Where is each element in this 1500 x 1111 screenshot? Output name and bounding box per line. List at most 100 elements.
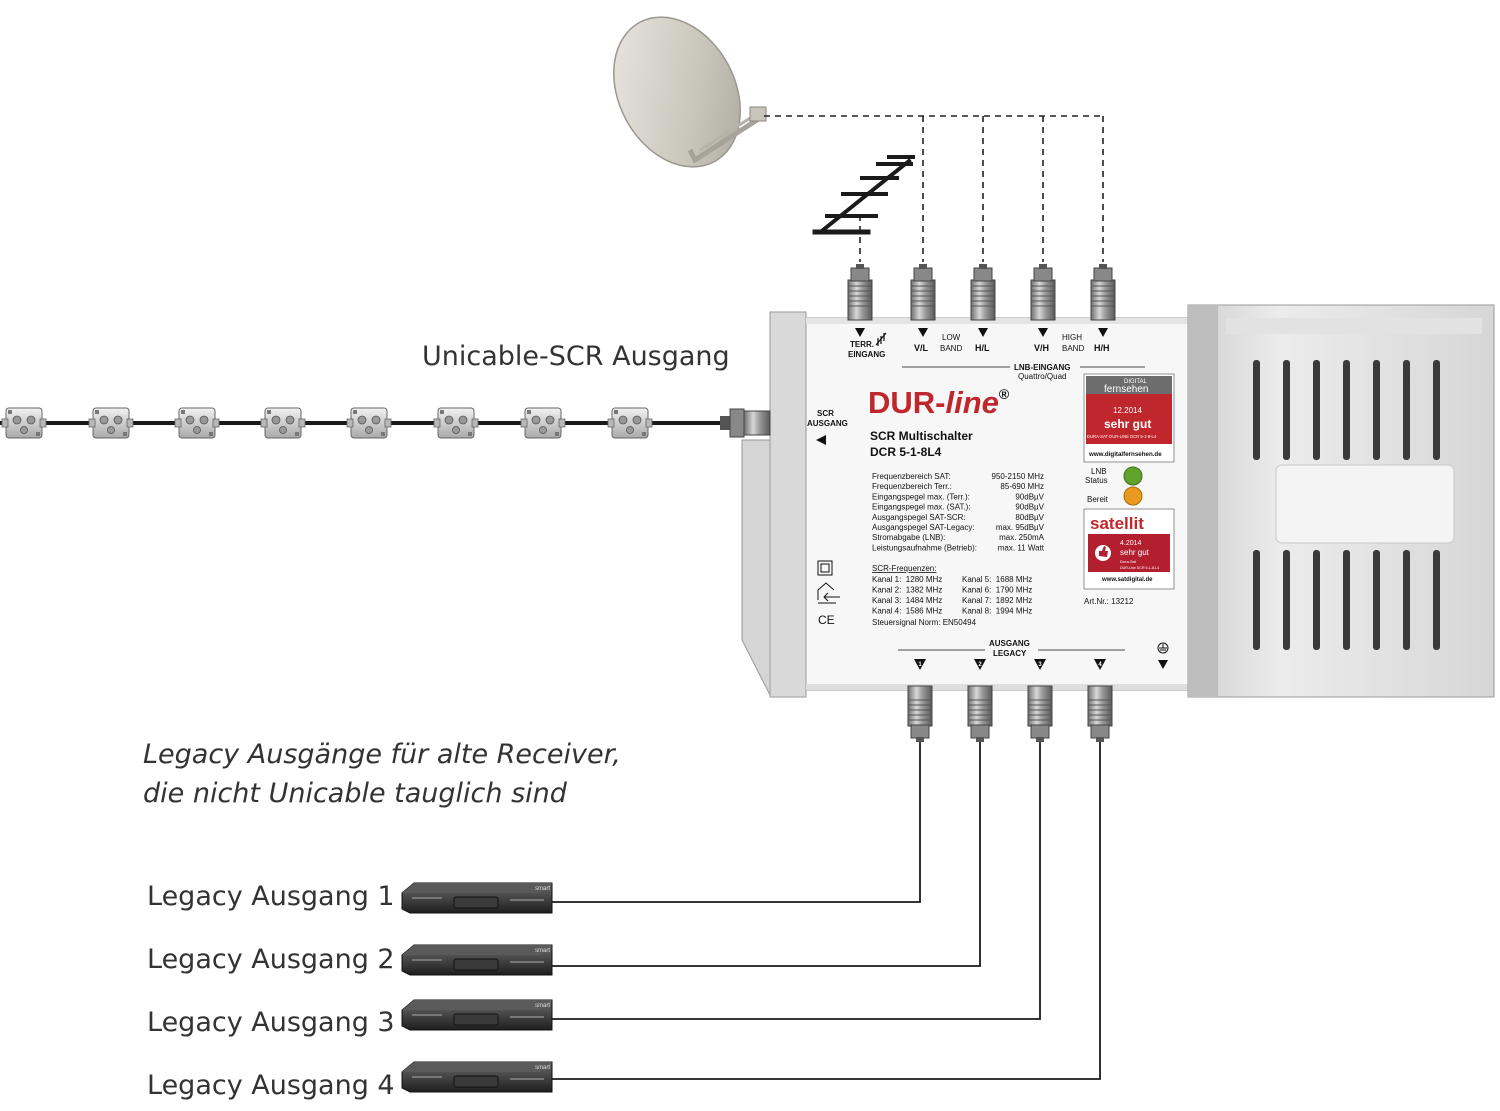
lnb-status-label: LNB — [1091, 467, 1107, 476]
brand-logo: DUR-line® — [868, 385, 1010, 420]
spec-label: Eingangspegel max. (Terr.): — [872, 492, 970, 501]
receiver-3: smart — [402, 1000, 552, 1030]
sat-url-text: www.satdigital.de — [1101, 577, 1153, 583]
receiver-1: smart — [402, 883, 552, 913]
f-connector-terr — [848, 264, 872, 320]
scr-freq-entry: Kanal 5: 1688 MHz — [962, 575, 1032, 584]
f-connector-hl — [971, 264, 995, 320]
spec-label: Eingangspegel max. (SAT.): — [872, 503, 971, 512]
lnb-input-label-2: Quattro/Quad — [1018, 372, 1066, 381]
scr-freq-entry: Kanal 3: 1484 MHz — [872, 596, 942, 605]
lnb-status-label-2: Status — [1085, 476, 1108, 485]
scr-freq-title: SCR-Frequenzen: — [872, 564, 936, 573]
port-vl-label: V/L — [914, 343, 929, 353]
ready-label: Bereit — [1087, 495, 1109, 504]
low-band-label-2: BAND — [940, 344, 962, 353]
receiver-2: smart — [402, 945, 552, 975]
unicable-caption: Unicable-SCR Ausgang — [422, 341, 730, 372]
scr-output-label-2: AUSGANG — [807, 419, 848, 428]
antenna-outlet-icon — [608, 408, 652, 438]
spec-label: Leistungsaufnahme (Betrieb): — [872, 543, 977, 552]
spec-value: 90dBµV — [1015, 492, 1044, 501]
satellit-badge: satellit 4.2014 sehr gut Dura-Sat DUR-Li… — [1084, 509, 1174, 589]
receiver-icon — [402, 945, 552, 975]
multiswitch-device: TERR. EINGANG V/L LOW BAND H/L V/H HIGH … — [720, 264, 1494, 742]
brand-line: line — [946, 385, 999, 420]
lnb-status-led — [1124, 467, 1142, 485]
antenna-outlet-icon — [2, 408, 46, 438]
digitalfernsehen-badge: DIGITAL fernsehen 12.2014 sehr gut DURA-… — [1084, 374, 1174, 462]
antenna-outlet-icon — [261, 408, 305, 438]
spec-label: Frequenzbereich Terr.: — [872, 482, 952, 491]
legacy-note-line2: die nicht Unicable tauglich sind — [143, 778, 568, 809]
brand-dur: DUR- — [868, 385, 946, 420]
article-number: Art.Nr.: 13212 — [1084, 597, 1134, 606]
antenna-outlet-icon — [89, 408, 133, 438]
scr-freq-entry: Kanal 6: 1790 MHz — [962, 586, 1032, 595]
scr-freq-entry: Kanal 4: 1586 MHz — [872, 607, 942, 616]
port-hl-label: H/L — [975, 343, 990, 353]
lnb-input-label: LNB-EINGANG — [1014, 363, 1070, 372]
scr-freq-entry: Kanal 8: 1994 MHz — [962, 607, 1032, 616]
receiver-4: smart — [402, 1062, 552, 1092]
high-band-label-2: BAND — [1062, 344, 1084, 353]
low-band-label: LOW — [942, 333, 961, 342]
antenna-outlet-icon — [175, 408, 219, 438]
spec-value: 90dBµV — [1015, 503, 1044, 512]
sat-grade-text: sehr gut — [1120, 548, 1150, 557]
spec-value: 85-690 MHz — [1000, 482, 1044, 491]
scr-freq-entry: Kanal 1: 1280 MHz — [872, 575, 942, 584]
brand-registered: ® — [999, 386, 1010, 402]
df-url-text: www.digitalfernsehen.de — [1088, 451, 1162, 458]
legacy-output-label-2: LEGACY — [993, 649, 1027, 658]
ce-mark: CE — [818, 613, 835, 627]
legacy-output-3-caption: Legacy Ausgang 3 — [147, 1007, 395, 1038]
scr-freq-entry: Kanal 7: 1892 MHz — [962, 596, 1032, 605]
scr-output-label: SCR — [817, 409, 834, 418]
port-terr-label-2: EINGANG — [848, 350, 885, 359]
receiver-brand: smart — [535, 1065, 550, 1071]
f-connector-out-3 — [1028, 686, 1052, 742]
receiver-brand: smart — [535, 886, 550, 892]
spec-label: Frequenzbereich SAT: — [872, 472, 951, 481]
df-product-text: DURA-SAT DUR-LINE DCR 5-1-8-L4 — [1087, 434, 1157, 439]
satellite-dish-icon — [589, 0, 766, 189]
df-date-text: 12.2014 — [1113, 406, 1142, 415]
antenna-outlet-icon — [347, 408, 391, 438]
f-connector-scr — [720, 409, 770, 437]
spec-value: 80dBµV — [1015, 513, 1044, 522]
spec-label: Ausgangspegel SAT-SCR: — [872, 513, 966, 522]
receiver-brand: smart — [535, 948, 550, 954]
terrestrial-antenna-icon — [210, 157, 913, 232]
legacy-output-4-caption: Legacy Ausgang 4 — [147, 1070, 395, 1101]
ready-led — [1124, 487, 1142, 505]
legacy-cables — [552, 742, 1100, 1079]
f-connector-out-2 — [968, 686, 992, 742]
antenna-outlet-icon — [521, 408, 565, 438]
receiver-icon — [402, 1000, 552, 1030]
model-number: DCR 5-1-8L4 — [870, 445, 942, 459]
legacy-output-2-caption: Legacy Ausgang 2 — [147, 944, 395, 975]
f-connector-vl — [911, 264, 935, 320]
control-signal-standard: Steuersignal Norm: EN50494 — [872, 618, 977, 627]
port-vh-label: V/H — [1034, 343, 1049, 353]
spec-value: max. 250mA — [999, 533, 1045, 542]
legacy-output-1-caption: Legacy Ausgang 1 — [147, 881, 395, 912]
sat-date-text: 4.2014 — [1120, 540, 1142, 547]
legacy-output-label: AUSGANG — [989, 639, 1030, 648]
receiver-icon — [402, 1062, 552, 1092]
port-hh-label: H/H — [1094, 343, 1110, 353]
f-connector-vh — [1031, 264, 1055, 320]
f-connector-out-1 — [908, 686, 932, 742]
sat-line2-text: DUR-Line DCR 5-1-8-L4 — [1120, 566, 1159, 570]
sat-line1-text: Dura-Sat — [1120, 559, 1137, 564]
f-connector-out-4 — [1088, 686, 1112, 742]
spec-value: max. 95dBµV — [996, 523, 1045, 532]
legacy-note-line1: Legacy Ausgänge für alte Receiver, — [143, 739, 621, 770]
spec-value: max. 11 Watt — [998, 543, 1045, 552]
lnb-signal-lines — [764, 116, 1103, 262]
antenna-outlet-icon — [434, 408, 478, 438]
spec-value: 950-2150 MHz — [992, 472, 1044, 481]
spec-label: Stromabgabe (LNB): — [872, 533, 945, 542]
